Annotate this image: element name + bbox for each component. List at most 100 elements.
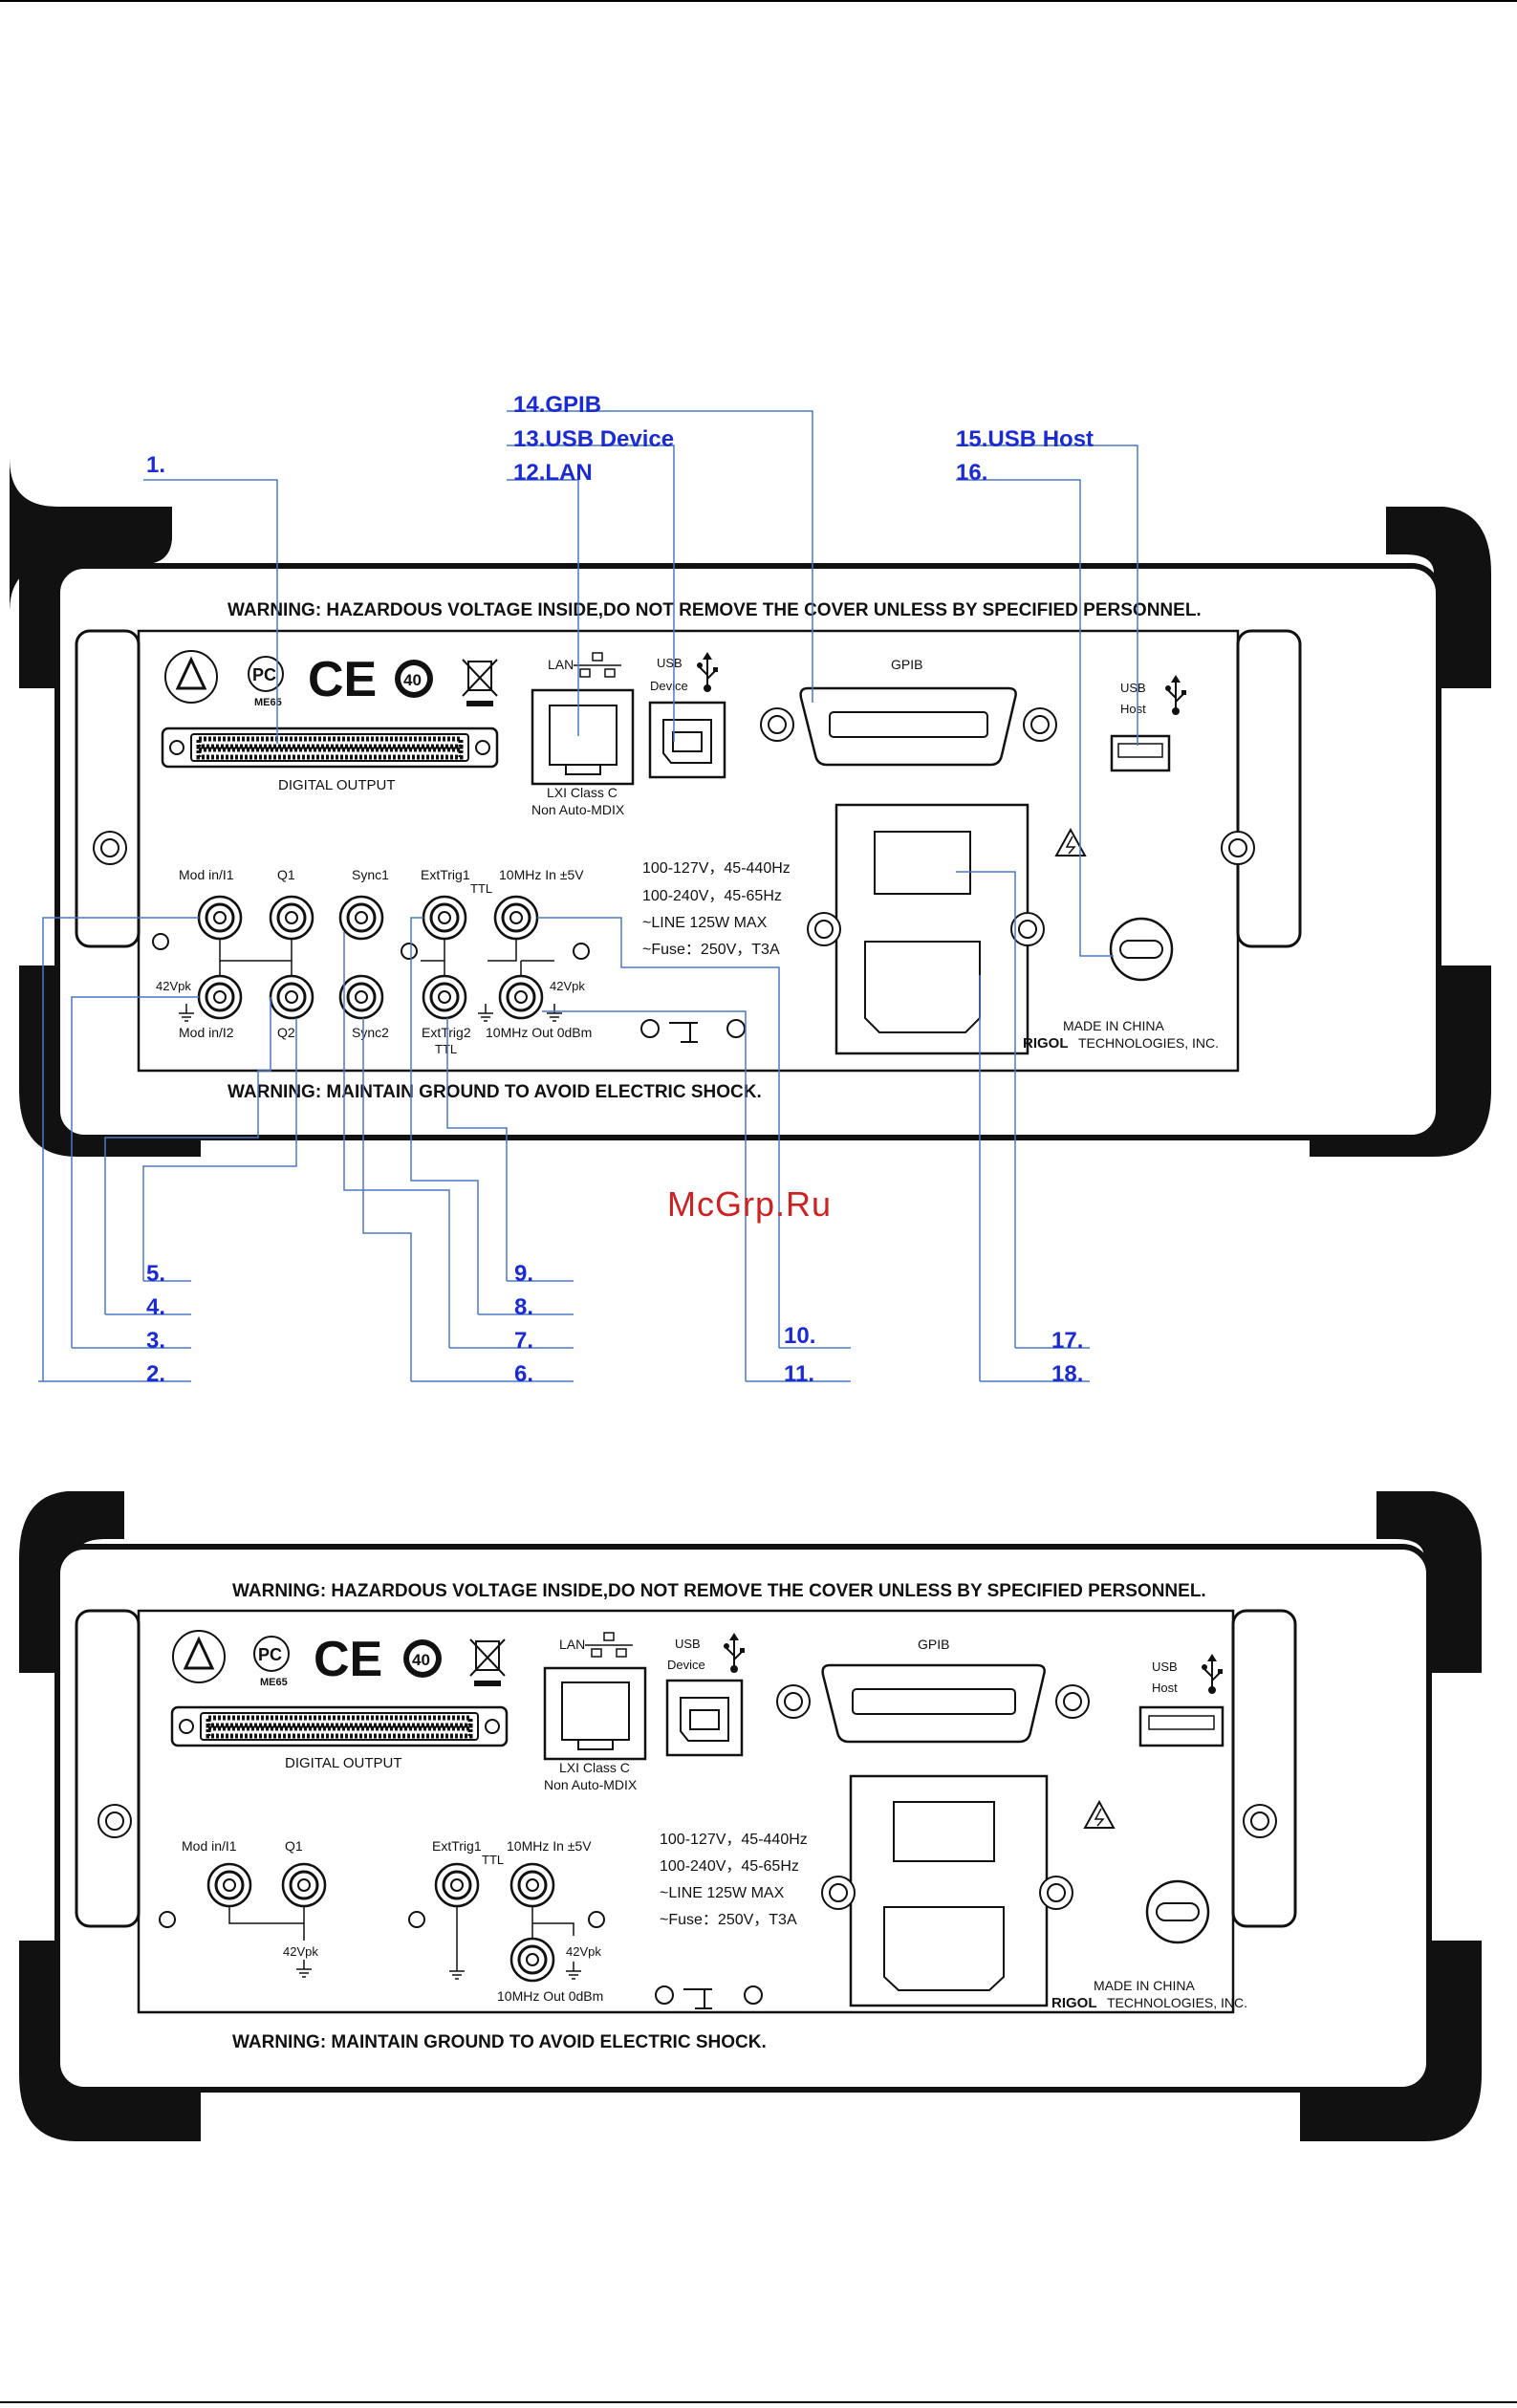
power-spec-4: ~Fuse：250V，T3A (660, 1912, 797, 1928)
v42-label-right: 42Vpk (566, 1944, 601, 1959)
mod-in-i2-label: Mod in/I2 (179, 1025, 234, 1040)
lan-port[interactable] (543, 1666, 647, 1761)
v42-label-right: 42Vpk (550, 979, 585, 993)
warning-top: WARNING: HAZARDOUS VOLTAGE INSIDE,DO NOT… (228, 600, 1202, 620)
callout-2: 2. (146, 1361, 165, 1387)
watermark: McGrp.Ru (667, 1184, 832, 1224)
power-spec-3: ~LINE 125W MAX (660, 1885, 785, 1901)
usb-device-label-1: USB (675, 1637, 701, 1651)
gpib-label: GPIB (918, 1637, 949, 1652)
bnc-mod-in-i1[interactable] (206, 1862, 252, 1908)
usb-host-port[interactable] (1138, 1705, 1224, 1747)
panel-hole (573, 943, 590, 960)
warning-bottom: WARNING: MAINTAIN GROUND TO AVOID ELECTR… (228, 1082, 762, 1102)
lan-network-icon (585, 1632, 633, 1658)
gpib-connector[interactable] (776, 1663, 1090, 1744)
mod-in-i1-label: Mod in/I1 (179, 867, 234, 882)
bnc-10mhz-out[interactable] (509, 1937, 555, 1983)
bnc-mod-in-i2[interactable] (197, 974, 243, 1020)
callout-18: 18. (1051, 1361, 1083, 1387)
gpib-connector[interactable] (760, 686, 1057, 767)
lxi-mdix-label: Non Auto-MDIX (531, 802, 625, 817)
lan-label: LAN (548, 657, 574, 672)
power-spec-3: ~LINE 125W MAX (642, 915, 768, 931)
chassis-ground-terminal[interactable] (640, 1019, 746, 1043)
sync1-label: Sync1 (352, 867, 389, 882)
pct-logo: PC ME65 (253, 1636, 290, 1688)
bnc-q1[interactable] (269, 895, 314, 941)
bnc-q2[interactable] (269, 974, 314, 1020)
top-rule (0, 0, 1517, 2)
lxi-class-label: LXI Class C (559, 1760, 630, 1775)
exttrig2-label: ExtTrig2 (422, 1025, 471, 1040)
panel-hole (401, 943, 418, 960)
callout-3: 3. (146, 1328, 165, 1354)
power-spec-1: 100-127V，45-440Hz (660, 1832, 808, 1848)
rigol-brand: RIGOL (1023, 1035, 1069, 1052)
ttl-label-2: TTL (435, 1042, 457, 1056)
pct-mark: PC (252, 665, 276, 684)
bnc-sync1[interactable] (338, 895, 384, 941)
warning-top: WARNING: HAZARDOUS VOLTAGE INSIDE,DO NOT… (232, 1581, 1206, 1601)
ac-power-inlet[interactable] (807, 803, 1045, 1055)
callout-labels: 1. 14.GPIB 13.USB Device 12.LAN 15.USB H… (146, 392, 1094, 1387)
digital-output-connector[interactable] (161, 727, 499, 769)
usb-device-port[interactable] (665, 1679, 744, 1757)
exttrig1-label: ExtTrig1 (432, 1838, 482, 1854)
usb-device-label-2: Device (667, 1658, 705, 1672)
bnc-10mhz-out[interactable] (498, 974, 544, 1020)
warning-bottom: WARNING: MAINTAIN GROUND TO AVOID ELECTR… (232, 2032, 767, 2052)
power-spec-4: ~Fuse：250V，T3A (642, 942, 780, 958)
fuse-holder[interactable] (1145, 1879, 1210, 1944)
bnc-exttrig2[interactable] (422, 974, 467, 1020)
fuse-holder[interactable] (1109, 917, 1174, 982)
tenmhz-in-label: 10MHz In ±5V (507, 1838, 592, 1854)
v42-label-left: 42Vpk (156, 979, 191, 993)
bnc-exttrig1[interactable] (422, 895, 467, 941)
lxi-class-label: LXI Class C (547, 785, 618, 800)
bnc-exttrig1[interactable] (434, 1862, 480, 1908)
sync2-label: Sync2 (352, 1025, 389, 1040)
panel-hole (588, 1911, 605, 1928)
callout-15: 15.USB Host (956, 426, 1094, 452)
callout-7: 7. (514, 1328, 533, 1354)
ttl-label: TTL (482, 1853, 504, 1867)
tuv-logo (164, 650, 218, 704)
made-in-china: MADE IN CHINA (1094, 1978, 1195, 1993)
chassis-ground-terminal[interactable] (655, 1985, 763, 2009)
callout-6: 6. (514, 1361, 533, 1387)
callout-17: 17. (1051, 1328, 1083, 1354)
lan-network-icon (574, 652, 621, 678)
usb-host-label-1: USB (1152, 1660, 1178, 1674)
chassis-inner (137, 1609, 1235, 2014)
digital-output-label: DIGITAL OUTPUT (285, 1755, 402, 1771)
weee-bin-icon (462, 659, 498, 706)
power-spec-1: 100-127V，45-440Hz (642, 860, 791, 877)
v42-label-left: 42Vpk (283, 1944, 318, 1959)
bnc-mod-in-i1[interactable] (197, 895, 243, 941)
bottom-instrument: WARNING: HAZARDOUS VOLTAGE INSIDE,DO NOT… (19, 1491, 1482, 2141)
usb-device-port[interactable] (648, 701, 726, 779)
panel-hole (408, 1911, 425, 1928)
rigol-brand: RIGOL (1051, 1995, 1097, 2011)
q2-label: Q2 (277, 1025, 295, 1040)
digital-output-connector[interactable] (170, 1705, 509, 1747)
bnc-sync2[interactable] (338, 974, 384, 1020)
callout-13: 13.USB Device (513, 426, 674, 452)
bnc-wiring (219, 939, 554, 976)
bnc-10mhz-in[interactable] (509, 1862, 555, 1908)
digital-output-label: DIGITAL OUTPUT (278, 777, 396, 793)
lan-port[interactable] (531, 688, 635, 786)
tuv-logo (172, 1630, 226, 1683)
ac-power-inlet[interactable] (821, 1774, 1073, 2007)
bnc-10mhz-in[interactable] (493, 895, 539, 941)
power-spec-2: 100-240V，45-65Hz (660, 1858, 799, 1875)
bnc-q1[interactable] (281, 1862, 327, 1908)
q1-label: Q1 (285, 1838, 303, 1854)
usb-host-label-1: USB (1120, 681, 1146, 695)
usb-host-label-2: Host (1152, 1681, 1178, 1695)
top-instrument: WARNING: HAZARDOUS VOLTAGE INSIDE,DO NOT… (10, 459, 1491, 1157)
forty-logo: 40 (403, 1639, 442, 1678)
usb-host-port[interactable] (1110, 734, 1171, 772)
